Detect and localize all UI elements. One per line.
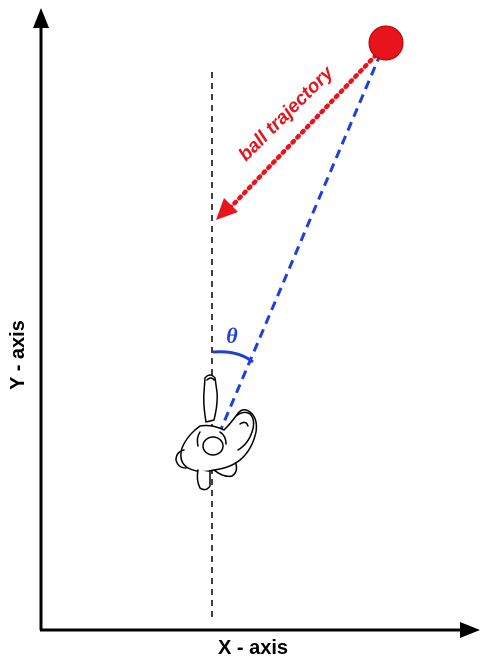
x-axis-label: X - axis <box>218 637 288 659</box>
sight-line <box>211 54 382 449</box>
y-axis-label: Y - axis <box>7 320 29 390</box>
y-axis <box>33 8 49 630</box>
angle-arc <box>212 350 254 364</box>
x-axis-arrowhead <box>460 622 480 638</box>
y-axis-arrowhead <box>33 8 49 28</box>
ball-trajectory-line <box>227 52 379 211</box>
angle-theta-label: θ <box>226 323 238 348</box>
ball-trajectory-arrowhead <box>216 198 238 220</box>
player-top-view-icon <box>175 374 258 491</box>
x-axis <box>40 622 480 638</box>
red-ball-icon <box>368 25 404 61</box>
